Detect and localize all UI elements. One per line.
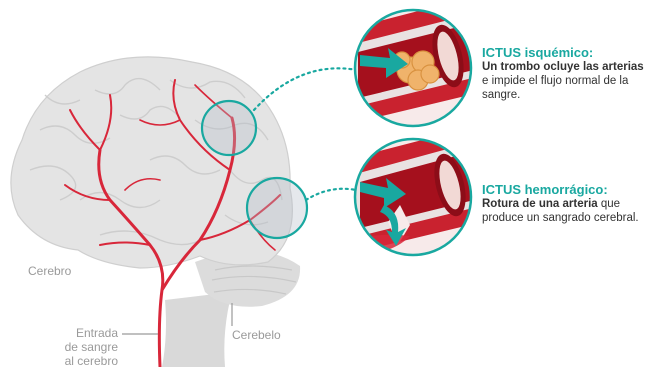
entrada-label-line1: Entrada [58,326,118,340]
hemorrhagic-title: ICTUS hemorrágico: [482,182,654,197]
cerebelo-label: Cerebelo [232,328,281,342]
hemorrhagic-focus-circle [247,178,307,238]
hemorrhagic-bold-text: Rotura de una arteria [482,198,598,210]
hemorrhagic-text-line2: produce un sangrado cerebral. [482,212,639,224]
entrada-label-line2: de sangre [50,340,118,354]
ischemic-bold-text: Un trombo ocluye las arterias [482,61,644,73]
hemorrhagic-text-after-bold: que [598,198,620,210]
ischemic-text-block: ICTUS isquémico: Un trombo ocluye las ar… [482,45,654,102]
ischemic-text-line1: e impide el flujo normal de la [482,75,628,87]
hemorrhagic-description: Rotura de una arteria que produce un san… [482,197,654,225]
entrada-label: Entrada de sangre al cerebro [58,326,118,368]
hemorrhagic-connector-line [306,189,356,200]
ischemic-connector-line [254,68,357,110]
hemorrhagic-text-block: ICTUS hemorrágico: Rotura de una arteria… [482,182,654,225]
ischemic-title: ICTUS isquémico: [482,45,654,60]
ischemic-zoom-circle [345,0,490,135]
ischemic-description: Un trombo ocluye las arterias e impide e… [482,60,654,102]
entrada-label-line3: al cerebro [50,354,118,368]
ischemic-text-line2: sangre. [482,89,520,101]
hemorrhagic-zoom-circle [345,125,490,265]
ischemic-focus-circle [202,101,256,155]
cerebro-label: Cerebro [28,264,71,278]
